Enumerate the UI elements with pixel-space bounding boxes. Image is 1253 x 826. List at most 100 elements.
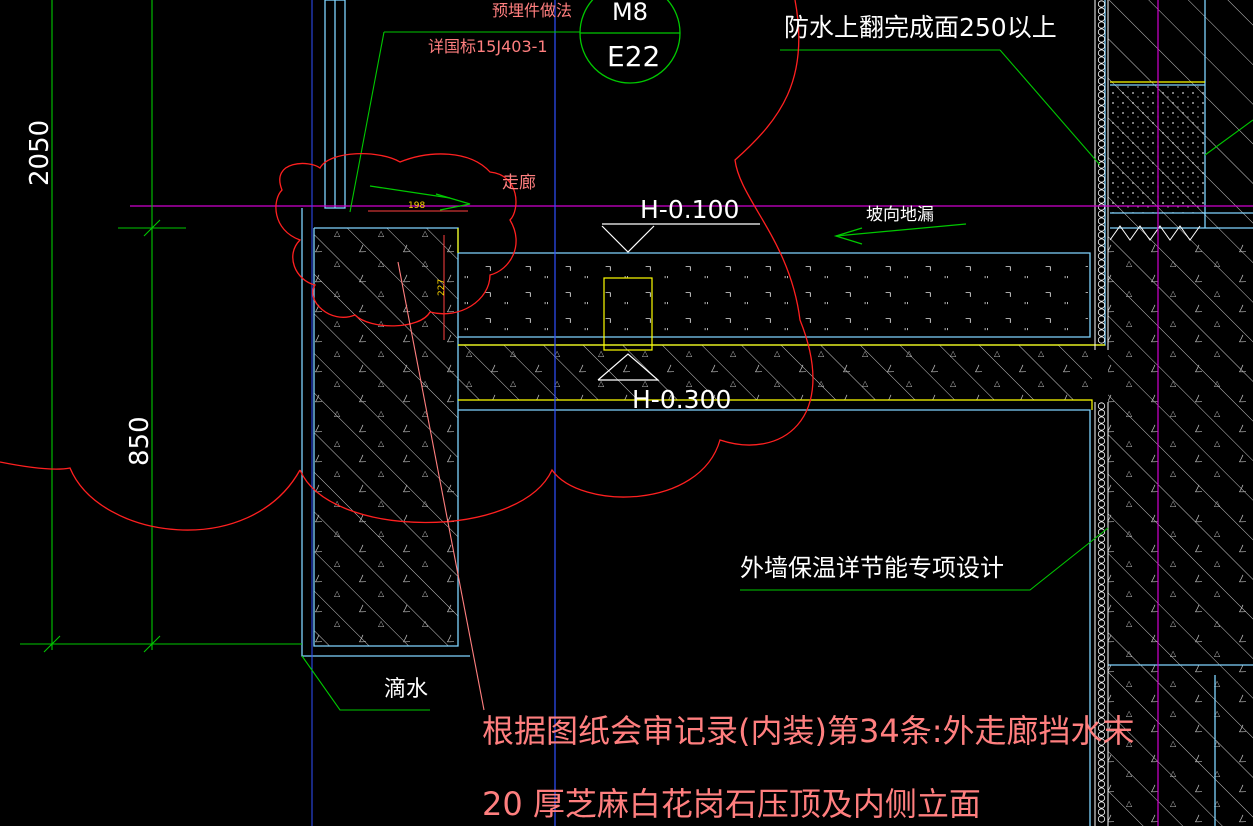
insulation-bead [1097,654,1106,662]
insulation-bead [1097,0,1106,8]
insulation-bead [1097,126,1106,134]
insulation-bead [1097,738,1106,746]
insulation-bead [1097,56,1106,64]
insulation-bead [1097,294,1106,302]
insulation-bead [1097,49,1106,57]
insulation-bead [1097,105,1106,113]
insulation-bead [1097,315,1106,323]
insulation-bead [1097,42,1106,50]
insulation-bead [1097,224,1106,232]
revision-clouds [0,0,814,531]
insulation-bead [1097,266,1106,274]
insulation-bead [1097,591,1106,599]
insulation-bead [1097,336,1106,344]
insulation-bead [1097,472,1106,480]
insulation-bead [1097,308,1106,316]
insulation-bead [1097,252,1106,260]
insulation-bead [1097,689,1106,697]
insulation-bead [1097,287,1106,295]
grid-bubble-bottom-label: E22 [607,40,660,73]
insulation-bead [1097,780,1106,788]
elevation-bottom-label: H-0.300 [632,385,731,414]
insulation-bead [1097,210,1106,218]
insulation-bead [1097,175,1106,183]
insulation-bead [1097,605,1106,613]
insulation-bead [1097,70,1106,78]
insulation-bead [1097,563,1106,571]
elevation-top-label: H-0.100 [640,195,739,224]
insulation-bead [1097,465,1106,473]
insulation-bead [1097,647,1106,655]
insulation-bead [1097,535,1106,543]
insulation-bead [1097,112,1106,120]
insulation-bead [1097,528,1106,536]
insulation-bead [1097,189,1106,197]
insulation-bead [1097,521,1106,529]
dim-850-label: 850 [125,416,155,466]
insulation-bead [1097,168,1106,176]
insulation-bead [1097,682,1106,690]
insulation-bead [1097,245,1106,253]
insulation-beads [1097,0,1106,823]
dimension-lines [20,0,1253,711]
insulation-bead [1097,731,1106,739]
insulation-bead [1097,238,1106,246]
elevation-marker-bottom [597,353,660,381]
insulation-bead [1097,77,1106,85]
insulation-bead [1097,7,1106,15]
dim-198-label: 198 [408,201,425,211]
embed-note-ref: 详国标15J403-1 [428,37,548,56]
insulation-bead [1097,808,1106,816]
insulation-bead [1097,766,1106,774]
insulation-bead [1097,514,1106,522]
insulation-bead [1097,675,1106,683]
insulation-bead [1097,430,1106,438]
insulation-bead [1097,301,1106,309]
insulation-bead [1097,329,1106,337]
insulation-bead [1097,91,1106,99]
insulation-bead [1097,231,1106,239]
embed-note-title: 预埋件做法 [492,1,572,20]
dim-227-label: 227 [437,279,447,296]
insulation-bead [1097,717,1106,725]
drip-note: 滴水 [384,677,428,702]
insulation-bead [1097,409,1106,417]
insulation-bead [1097,486,1106,494]
insulation-bead [1097,752,1106,760]
insulation-bead [1097,98,1106,106]
insulation-bead [1097,273,1106,281]
insulation-bead [1097,745,1106,753]
insulation-bead [1097,570,1106,578]
insulation-bead [1097,703,1106,711]
yellow-finish-lines [457,81,1205,410]
insulation-bead [1097,801,1106,809]
insulation-bead [1097,479,1106,487]
insulation-bead [1097,612,1106,620]
insulation-bead [1097,584,1106,592]
grid-lines [130,0,1253,826]
insulation-bead [1097,710,1106,718]
insulation-bead [1097,696,1106,704]
grid-bubble-top-label: M8 [612,0,648,26]
review-leader [397,261,485,711]
insulation-note: 外墙保温详节能专项设计 [740,554,1004,582]
insulation-bead [1097,661,1106,669]
insulation-bead [1097,119,1106,127]
insulation-bead [1097,280,1106,288]
slope-note: 坡向地漏 [866,205,934,225]
insulation-bead [1097,63,1106,71]
insulation-bead [1097,217,1106,225]
insulation-bead [1097,794,1106,802]
insulation-bead [1097,542,1106,550]
insulation-bead [1097,28,1106,36]
insulation-bead [1097,577,1106,585]
insulation-bead [1097,549,1106,557]
insulation-bead [1097,598,1106,606]
insulation-bead [1097,493,1106,501]
zigzag-line [1109,225,1201,241]
insulation-bead [1097,154,1106,162]
insulation-bead [1097,451,1106,459]
insulation-bead [1097,402,1106,410]
insulation-bead [1097,147,1106,155]
